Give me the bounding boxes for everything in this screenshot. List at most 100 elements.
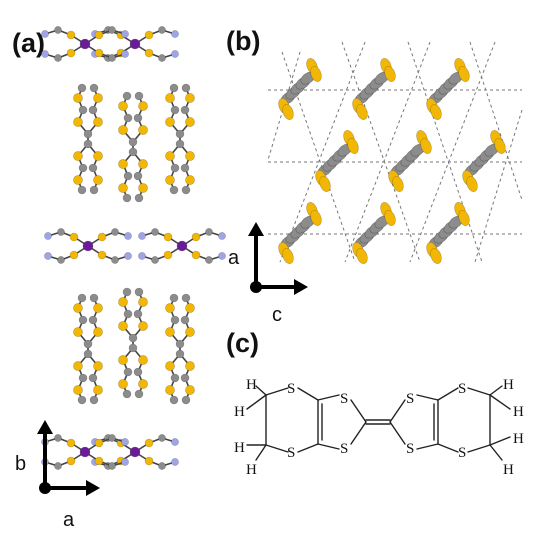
sulfur-atom [138, 101, 148, 111]
bond [255, 444, 267, 461]
sulfur-atom: S [406, 441, 414, 457]
sulfur-atom [97, 232, 107, 242]
sulfur-atom [94, 30, 104, 40]
carbon-atom [57, 228, 65, 236]
bond [255, 385, 267, 396]
carbon-atom [108, 434, 116, 442]
axis-label-c: c [272, 304, 282, 326]
carbon-atom [158, 26, 166, 34]
carbon-atom [133, 113, 143, 123]
bond [416, 394, 439, 401]
bond [350, 399, 367, 423]
sulfur-atom: S [458, 445, 466, 461]
carbon-atom [77, 185, 87, 195]
sulfur-atom [165, 151, 175, 161]
bond [389, 421, 406, 445]
carbon-atom [54, 54, 62, 62]
carbon-atom [54, 26, 62, 34]
sulfur-atom [165, 303, 175, 313]
nitrogen-atom [121, 438, 129, 446]
sulfur-atom [73, 175, 83, 185]
carbon-atom [122, 91, 132, 101]
carbon-atom [133, 171, 143, 181]
carbon-atom [169, 185, 179, 195]
a-axis-arrowhead-b [248, 222, 264, 236]
sulfur-atom [165, 327, 175, 337]
sulfur-atom [347, 137, 359, 155]
sulfur-atom [191, 250, 201, 260]
axes-origin [39, 482, 51, 494]
carbon-atom [108, 26, 116, 34]
sulfur-atom [185, 361, 195, 371]
carbon-atom [170, 105, 180, 115]
carbon-atom [89, 395, 99, 405]
carbon-atom [134, 389, 144, 399]
bedt-molecule [278, 201, 322, 265]
nitrogen-atom [138, 232, 146, 240]
sulfur-atom [185, 327, 195, 337]
hydrogen-atom: H [503, 462, 514, 478]
bond [467, 444, 491, 453]
carbon-atom [123, 171, 133, 181]
carbon-atom [133, 309, 143, 319]
sulfur-atom [118, 159, 128, 169]
sulfur-atom [356, 247, 368, 265]
sulfur-atom [319, 175, 331, 193]
sulfur-atom [282, 103, 294, 121]
sulfur-atom [69, 250, 79, 260]
sulfur-atom: S [458, 381, 466, 397]
sulfur-atom [165, 361, 175, 371]
sulfur-atom [458, 65, 470, 83]
sulfur-atom [93, 327, 103, 337]
sulfur-atom [494, 137, 506, 155]
sulfur-atom [384, 65, 396, 83]
sulfur-atom [93, 361, 103, 371]
bond [389, 399, 406, 423]
sulfur-atom [69, 232, 79, 242]
carbon-atom [88, 315, 98, 325]
nitrogen-atom [121, 458, 129, 466]
panel-label-a: (a) [12, 28, 45, 58]
sulfur-atom [138, 379, 148, 389]
sulfur-atom [73, 117, 83, 127]
sulfur-atom [118, 183, 128, 193]
carbon-atom [158, 462, 166, 470]
bond [489, 436, 511, 446]
nitrogen-atom [44, 232, 52, 240]
carbon-atom [181, 185, 191, 195]
sulfur-atom [163, 250, 173, 260]
sulfur-atom: S [340, 441, 348, 457]
sulfur-atom [138, 125, 148, 135]
sulfur-atom [458, 209, 470, 227]
axis-label-a-b: a [228, 247, 240, 269]
carbon-atom [54, 434, 62, 442]
carbon-atom [169, 395, 179, 405]
bond [317, 443, 340, 450]
bond [416, 443, 439, 450]
bedt-molecule [426, 201, 470, 265]
panel-label-c: (c) [226, 328, 259, 358]
carbon-atom [180, 315, 190, 325]
nitrogen-atom [41, 30, 49, 38]
carbon-atom [175, 129, 185, 139]
sulfur-atom [73, 93, 83, 103]
hydrogen-atom: H [513, 404, 524, 420]
nitrogen-atom [124, 232, 132, 240]
lattice-line [407, 41, 483, 263]
sulfur-atom [73, 361, 83, 371]
sulfur-atom [66, 438, 76, 448]
copper-atom [129, 38, 141, 50]
bond [350, 421, 367, 445]
sulfur-atom [384, 209, 396, 227]
carbon-atom [88, 105, 98, 115]
sulfur-atom: S [406, 391, 414, 407]
carbon-atom [169, 83, 179, 93]
carbon-atom [181, 83, 191, 93]
panel-a-crystal-packing [41, 26, 226, 470]
carbon-atom [111, 228, 119, 236]
copper-atom [129, 446, 141, 458]
carbon-atom [134, 193, 144, 203]
carbon-atom [89, 293, 99, 303]
carbon-atom [123, 309, 133, 319]
bond [297, 443, 319, 453]
